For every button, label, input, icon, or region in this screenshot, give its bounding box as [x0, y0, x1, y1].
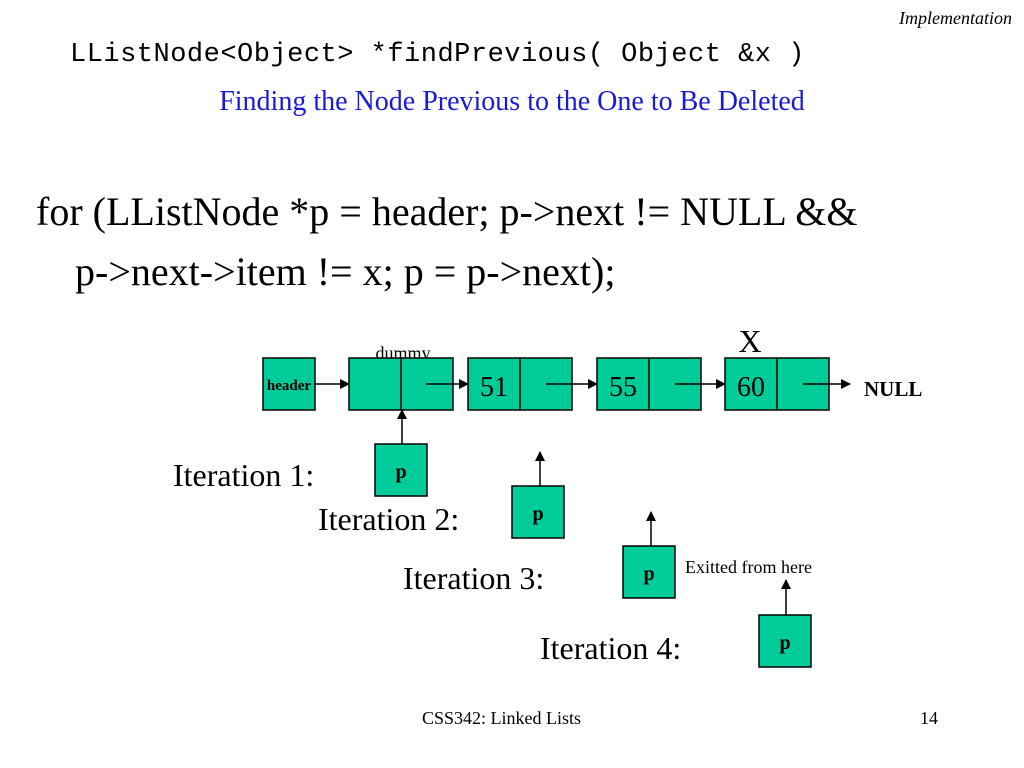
- pointer-label: p: [532, 503, 543, 525]
- pointer-box: [511, 485, 565, 539]
- code-line-2: p->next->item != x; p = p->next);: [75, 249, 616, 294]
- node-value: 55: [609, 372, 637, 403]
- pointer-label: p: [779, 632, 790, 654]
- code-line-1: for (LListNode *p = header; p->next != N…: [36, 189, 858, 234]
- node-value: 51: [480, 372, 508, 403]
- pointer-box: [622, 545, 676, 599]
- iteration-2-label: Iteration 2:: [318, 501, 459, 537]
- node-value: 60: [737, 372, 765, 403]
- header-box: [262, 357, 316, 411]
- target-label: X: [738, 323, 761, 359]
- header-label: header: [267, 378, 312, 394]
- slide-code-title: LListNode<Object> *findPrevious( Object …: [70, 40, 805, 70]
- null-label: NULL: [864, 377, 922, 401]
- section-label: Implementation: [899, 8, 1012, 28]
- pointer-box: [374, 443, 428, 497]
- slide-subtitle: Finding the Node Previous to the One to …: [219, 86, 805, 117]
- iteration-1-label: Iteration 1:: [173, 457, 314, 493]
- footer-course: CSS342: Linked Lists: [422, 708, 582, 728]
- pointer-label: p: [395, 461, 406, 483]
- iteration-4-label: Iteration 4:: [540, 630, 681, 666]
- footer-page-number: 14: [920, 708, 938, 728]
- exit-note: Exitted from here: [685, 557, 812, 577]
- pointer-label: p: [643, 563, 654, 585]
- pointer-box: [758, 614, 812, 668]
- iteration-3-label: Iteration 3:: [403, 560, 544, 596]
